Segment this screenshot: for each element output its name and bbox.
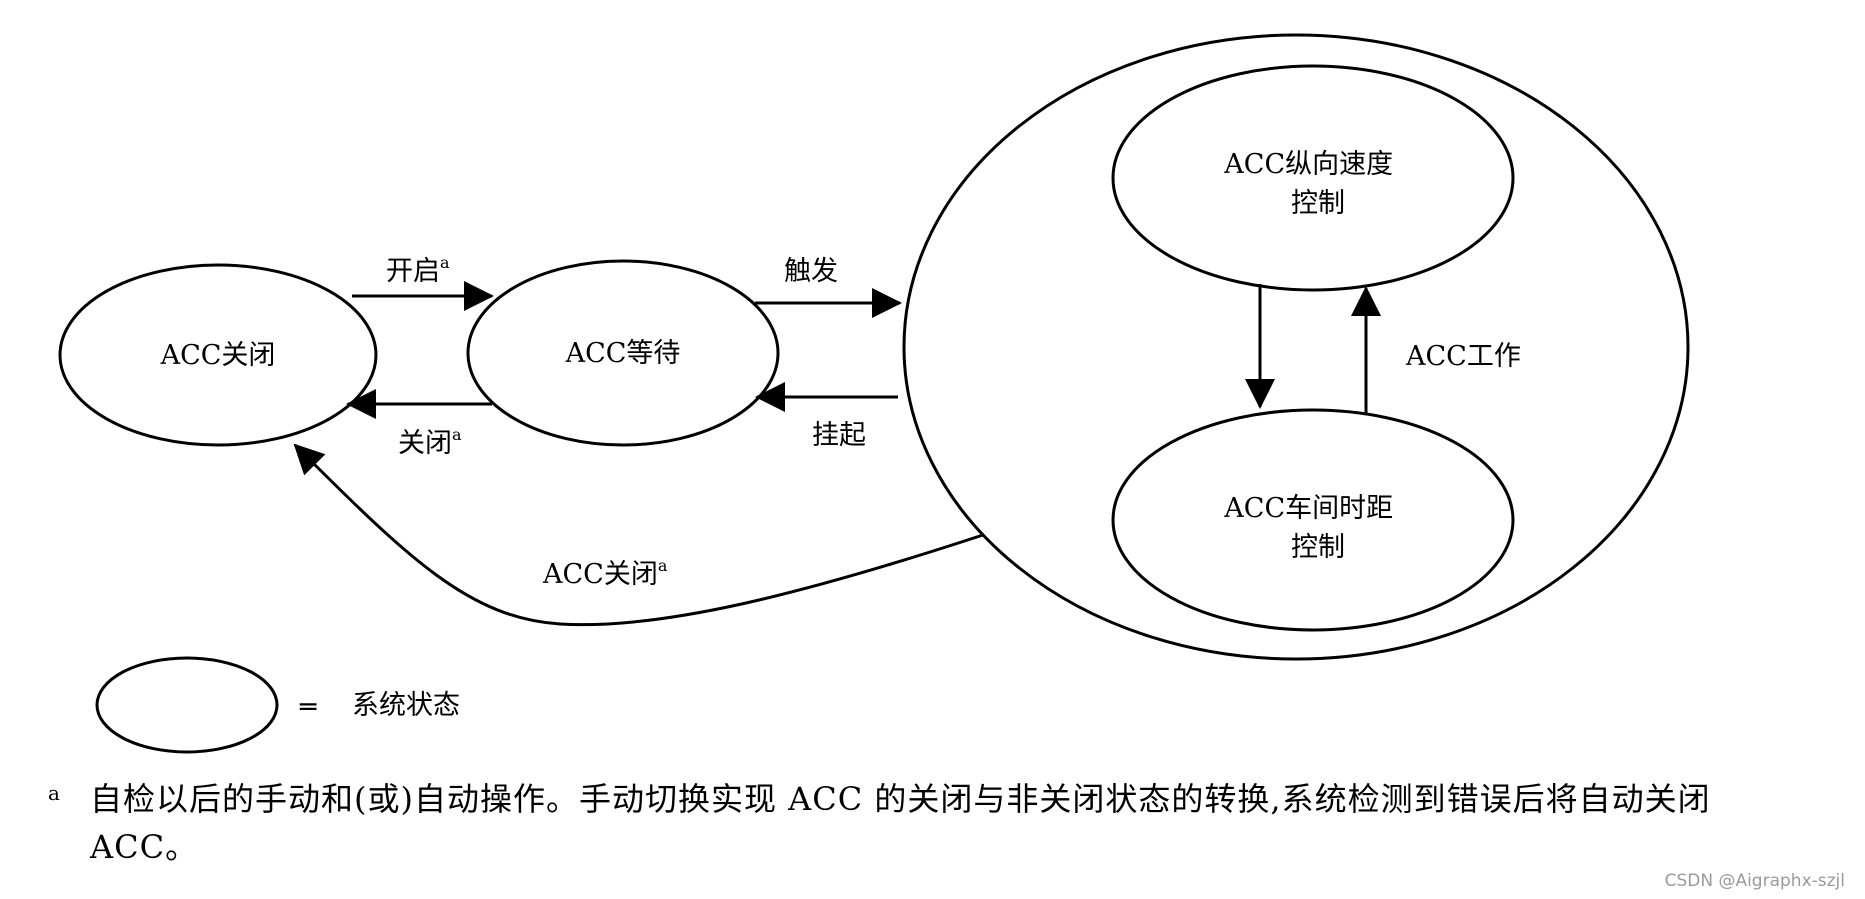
state-acc-longitudinal-label: ACC纵向速度 控制 [1223, 149, 1401, 219]
state-acc-headway-label: ACC车间时距 控制 [1223, 493, 1401, 563]
footnote: a 自检以后的手动和(或)自动操作。手动切换实现 ACC 的关闭与非关闭状态的转… [48, 775, 1828, 871]
state-acc-headway-line1: ACC车间时距 [1223, 493, 1393, 524]
state-acc-off-label: ACC关闭 [160, 340, 276, 371]
legend-label: 系统状态 [352, 690, 460, 721]
label-acc-work: ACC工作 [1405, 341, 1521, 372]
watermark: CSDN @Aigraphx-szjl [1664, 871, 1845, 891]
state-acc-standby [466, 259, 780, 447]
legend-equals-symbol: ═ [299, 692, 317, 723]
label-turn-on: 开启a [386, 253, 450, 287]
label-suspend: 挂起 [812, 420, 866, 451]
state-acc-active-group [902, 33, 1690, 661]
legend-state-symbol [95, 656, 279, 754]
footnote-text: 自检以后的手动和(或)自动操作。手动切换实现 ACC 的关闭与非关闭状态的转换,… [90, 780, 1711, 866]
label-acc-off-from-active: ACC关闭a [542, 556, 668, 590]
state-acc-longitudinal-line2: 控制 [1291, 188, 1345, 219]
label-trigger: 触发 [784, 256, 838, 287]
arrow-active-to-off [293, 443, 984, 627]
state-acc-off [58, 263, 378, 447]
state-acc-standby-label: ACC等待 [565, 338, 681, 369]
label-turn-off: 关闭a [398, 425, 462, 459]
footnote-marker: a [48, 781, 61, 805]
state-acc-longitudinal-control [1111, 64, 1515, 292]
state-acc-headway-line2: 控制 [1291, 532, 1345, 563]
state-acc-longitudinal-line1: ACC纵向速度 [1223, 149, 1393, 180]
state-acc-headway-control [1111, 408, 1515, 632]
